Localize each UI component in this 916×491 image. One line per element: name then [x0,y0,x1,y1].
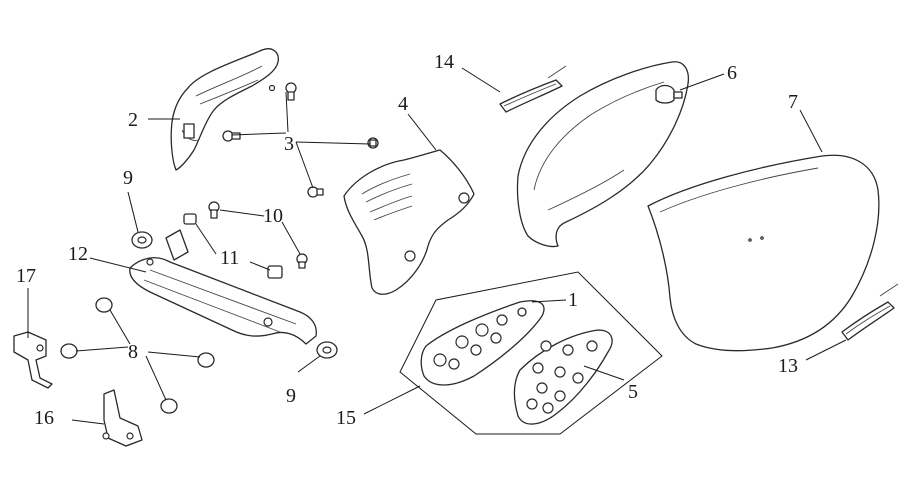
label-14: 14 [434,51,454,73]
label-16: 16 [34,407,54,429]
part-15-kit-outline [399,271,663,435]
label-1: 1 [568,289,578,311]
part-2-bracket-cover [170,48,279,171]
leader-lines [27,67,847,425]
label-3: 3 [284,133,294,155]
part-11-spacers [183,213,283,279]
label-15: 15 [336,407,356,429]
label-5: 5 [628,381,638,403]
part-17-bracket [13,331,53,389]
label-9a: 9 [123,167,133,189]
callout-labels: 1 2 3 4 5 6 7 8 9 9 10 11 12 13 14 15 16… [16,51,798,429]
part-3-bolts [222,82,379,198]
part-10-bolts [208,201,308,269]
label-7: 7 [788,91,798,113]
label-17: 17 [16,265,36,287]
label-9b: 9 [286,385,296,407]
part-8-grommets [60,297,215,414]
label-11: 11 [220,247,239,269]
part-1-perforated-plate [420,300,545,386]
part-16-bracket [102,389,143,447]
part-13-emblem [841,283,899,341]
label-10: 10 [263,205,283,227]
label-8: 8 [128,341,138,363]
label-6: 6 [727,62,737,84]
label-2: 2 [128,109,138,131]
part-7-side-panel [647,154,880,352]
label-4: 4 [398,93,408,115]
part-12-long-bracket [129,229,317,345]
part-6-side-cover [516,61,690,248]
part-4-side-shield [343,149,475,295]
label-12: 12 [68,243,88,265]
label-13: 13 [778,355,798,377]
part-9-grommets [131,231,338,359]
part-5-perforated-plate [513,329,613,425]
part-14-emblem [499,65,567,113]
